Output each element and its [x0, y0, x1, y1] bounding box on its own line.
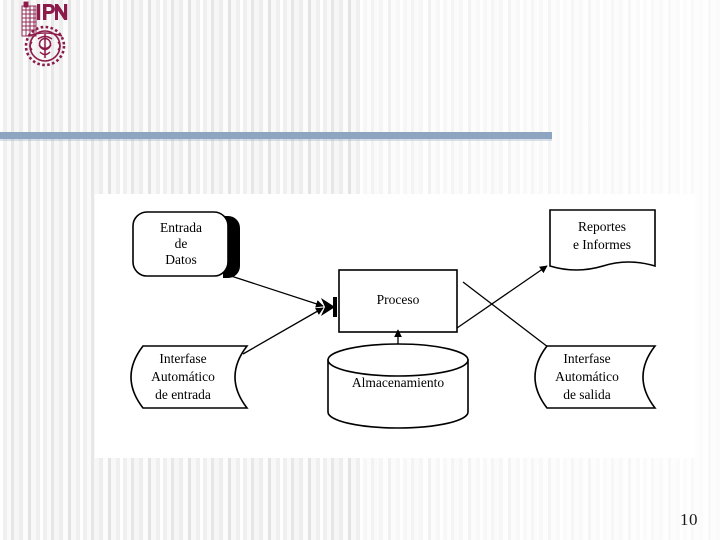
connector-entrada-proceso [230, 275, 324, 308]
node-reportes-line-0: Reportes [578, 219, 626, 234]
node-entrada-line-0: Entrada [160, 220, 202, 235]
node-reportes-e-informes[interactable]: Reportes e Informes [549, 209, 656, 271]
node-entrada-body [132, 211, 229, 277]
node-interfase-automatico-de-entrada[interactable]: Interfase Automático de entrada [130, 345, 249, 409]
node-interfase-entrada-line-1: Automático [151, 369, 215, 384]
node-almacenamiento[interactable]: Almacenamiento [327, 343, 469, 429]
node-interfase-salida-body [534, 345, 657, 409]
node-almacenamiento-label: Almacenamiento [352, 375, 444, 390]
node-interfase-salida-line-0: Interfase [563, 351, 610, 366]
ipn-logo [16, 0, 72, 72]
node-interfase-entrada-body [130, 345, 249, 409]
connector-proceso-reportes [456, 265, 548, 329]
connector-interfase-entrada-proceso [242, 307, 324, 355]
page-number: 10 [680, 510, 698, 529]
node-reportes-body [549, 209, 656, 271]
node-almacenamiento-body [327, 359, 469, 429]
connector-proceso-interfase-salida [462, 281, 562, 358]
node-entrada-line-2: Datos [165, 252, 197, 267]
node-proceso-label: Proceso [377, 292, 420, 307]
node-interfase-salida-line-1: Automático [555, 369, 619, 384]
connector-arrowhead-proceso [321, 298, 335, 316]
node-interfase-automatico-de-salida[interactable]: Interfase Automático de salida [534, 345, 657, 409]
system-flow-diagram: Entrada de Datos Reportes e Informes Pro… [130, 209, 657, 429]
node-interfase-salida-line-2: de salida [563, 387, 611, 402]
node-proceso[interactable]: Proceso [338, 269, 458, 333]
node-interfase-entrada-line-0: Interfase [159, 351, 206, 366]
diagram-panel: Entrada de Datos Reportes e Informes Pro… [95, 194, 695, 458]
node-reportes-line-1: e Informes [573, 237, 631, 252]
node-entrada-line-1: de [175, 236, 188, 251]
divider-bar [0, 132, 552, 139]
node-almacenamiento-top [327, 343, 469, 377]
node-entrada-de-datos[interactable]: Entrada de Datos [132, 211, 240, 278]
divider-bar-shadow [0, 139, 552, 141]
connector-arrow-bar-proceso [333, 297, 337, 317]
node-proceso-body [338, 269, 458, 333]
node-interfase-entrada-line-2: de entrada [155, 387, 211, 402]
